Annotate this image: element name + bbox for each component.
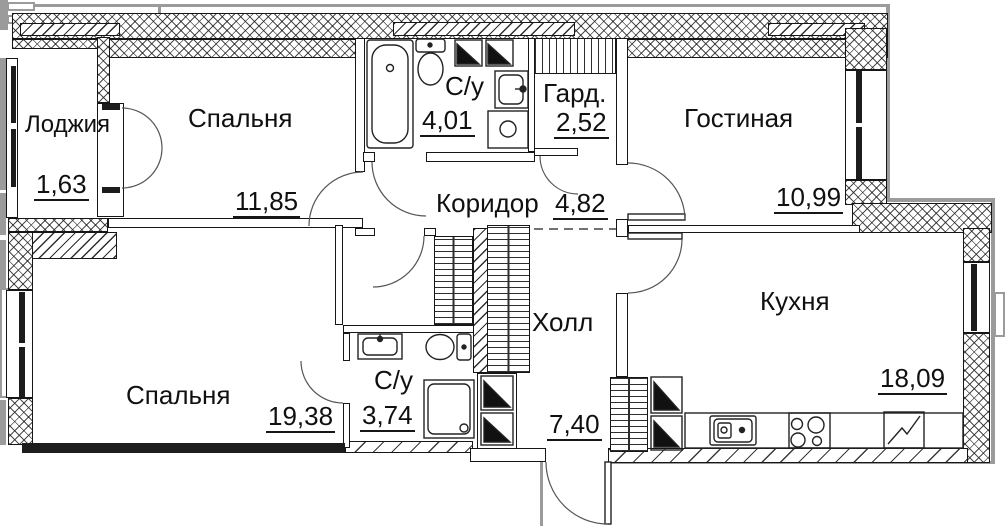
bathroom1-door-arc <box>371 161 427 217</box>
wall-bedroom2-right <box>335 225 343 325</box>
room-label-bedroom1: Спальня <box>188 103 293 133</box>
stove-icon <box>788 412 831 449</box>
room-area-corridor: 4,82 <box>553 188 608 220</box>
vent-shaft-hall-box <box>477 373 517 449</box>
room-area-kitchen: 18,09 <box>878 363 948 395</box>
duct-shaft <box>473 228 488 373</box>
lintel-under-loggia <box>20 232 117 259</box>
window-wall-bedroom2 <box>6 290 33 398</box>
wall-loggia-right-pier <box>97 37 110 103</box>
lintel-living <box>768 23 865 36</box>
bedroom2-door-arc <box>372 235 425 288</box>
wall-hall-living-a <box>616 38 628 165</box>
living-door <box>627 162 686 221</box>
wall-bathroom2-left-b <box>343 403 350 448</box>
room-area-bathroom2: 3,74 <box>360 400 415 432</box>
wall-bathroom1-bottom-a <box>363 152 375 162</box>
room-area-bathroom1: 4,01 <box>420 105 475 137</box>
room-label-wardrobe: Гард. <box>543 78 607 108</box>
outer-left-a <box>0 58 6 190</box>
wall-kitchen-right-top <box>963 228 990 262</box>
room-area-bedroom2: 19,38 <box>266 401 336 433</box>
lintel-loggia <box>20 23 120 36</box>
wall-bedroom2-bottom <box>22 443 345 453</box>
wall-hall-bottom <box>470 448 546 462</box>
room-label-kitchen: Кухня <box>760 286 830 316</box>
window-wall-living <box>845 70 887 180</box>
ensuite-door-arc <box>300 360 344 404</box>
wall-bathroom1-bottom-b <box>426 152 535 162</box>
outer-left-d <box>0 400 6 445</box>
outer-left-b <box>0 193 6 235</box>
lintel-bathroom1 <box>393 22 575 36</box>
wall-bathroom2-left-a <box>343 333 350 361</box>
shower-icon <box>423 379 475 439</box>
washing-machine-icon <box>487 110 529 149</box>
outer-contour-top <box>35 4 888 7</box>
wall-hall-living-b <box>616 219 628 237</box>
outer-contour-right-upper <box>886 4 890 201</box>
wall-bedroom1-bottom <box>108 218 363 228</box>
loggia-glazing-wall <box>6 58 18 218</box>
wall-living-kitchen <box>628 225 860 233</box>
wall-bathroom2-top <box>343 325 483 333</box>
wall-left-a <box>8 232 33 290</box>
wall-step-exterior <box>852 203 992 233</box>
closet-kitchen-entry <box>610 377 648 452</box>
room-label-bathroom2: С/у <box>374 365 413 395</box>
room-area-bedroom1: 11,85 <box>233 186 301 218</box>
room-area-living: 10,99 <box>774 182 844 214</box>
neighbor-block-a <box>7 2 35 11</box>
wall-wardrobe-bottom <box>534 148 578 156</box>
wall-top-bedroom1 <box>108 39 363 58</box>
wall-kitchen-bottom <box>608 448 968 463</box>
fridge-icon <box>883 411 925 449</box>
wall-corridor-bottom-a <box>355 228 375 236</box>
wall-top-living <box>616 39 888 58</box>
toilet-icon <box>415 38 446 86</box>
outer-contour-right-lower <box>991 198 995 464</box>
bathtub-icon <box>366 39 414 149</box>
kitchen-door <box>627 232 683 294</box>
room-area-hall: 7,40 <box>547 409 602 441</box>
room-area-wardrobe: 2,52 <box>554 107 609 139</box>
wall-living-right-bottom <box>845 180 887 205</box>
entry-door <box>545 461 612 525</box>
wall-left-b <box>8 398 33 445</box>
outer-contour-step <box>886 198 995 202</box>
room-label-living: Гостиная <box>684 103 794 133</box>
room-label-hall: Холл <box>532 307 594 337</box>
wall-loggia-bottom <box>8 218 108 232</box>
room-label-corridor: Коридор <box>436 188 539 218</box>
wardrobe-rail <box>534 38 616 74</box>
room-label-bedroom2: Спальня <box>126 380 231 410</box>
wall-hall-kitchen <box>616 293 628 377</box>
sink-icon <box>357 333 403 360</box>
kitchen-sink-icon <box>709 415 757 446</box>
sink-icon <box>494 70 529 109</box>
entry-outside-line <box>540 462 543 526</box>
outer-stub-top-left <box>0 0 8 30</box>
outer-left-c <box>0 240 6 288</box>
room-label-loggia: Лоджия <box>25 111 111 138</box>
wall-kitchen-right-bottom <box>963 333 990 463</box>
neighbor-stub-right <box>994 292 1005 337</box>
closet-hall <box>487 225 530 373</box>
window-wall-kitchen <box>963 262 990 333</box>
wall-top-loggia <box>12 39 109 49</box>
balcony-door-arc <box>121 107 163 189</box>
room-area-loggia: 1,63 <box>34 169 89 201</box>
wall-living-right-top <box>845 28 887 70</box>
wall-corridor-bottom-b <box>424 228 436 236</box>
toilet-icon <box>425 333 472 361</box>
wall-bathroom2-bottom <box>345 441 473 453</box>
closet-corridor <box>434 236 473 325</box>
room-label-bathroom1: С/у <box>445 71 484 101</box>
kitchen-counter <box>684 411 964 449</box>
vent-box-icon <box>454 39 514 67</box>
